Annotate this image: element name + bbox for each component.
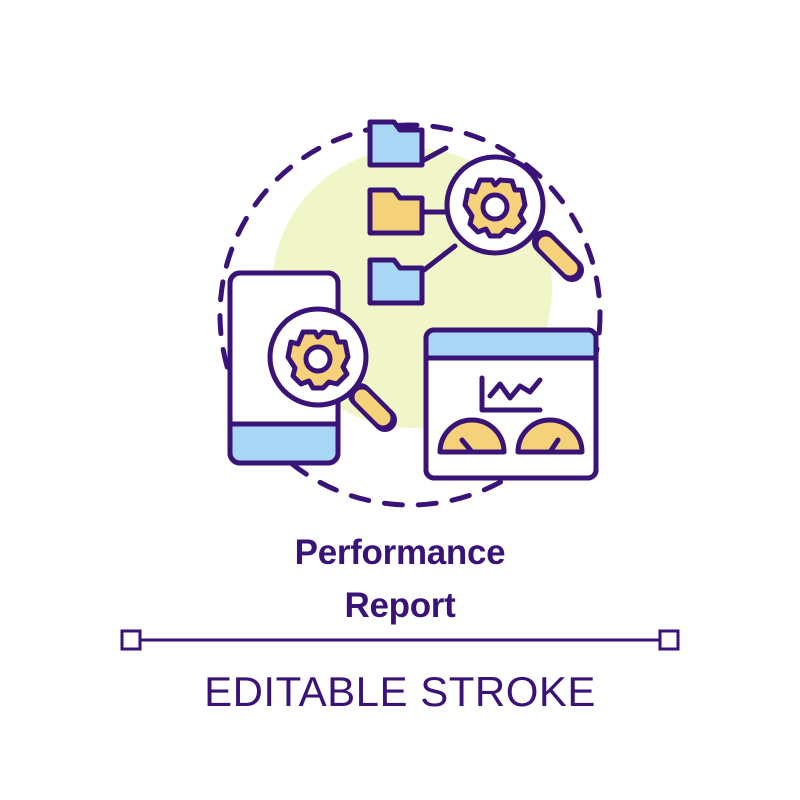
title-line-2: Report — [344, 586, 456, 625]
folder-group — [367, 119, 458, 306]
magnifier-gear-icon — [267, 306, 397, 432]
editable-stroke-divider — [120, 629, 680, 651]
folder-icon — [367, 119, 425, 168]
speedometer-gauge-icon — [515, 417, 585, 455]
folder-icon — [367, 257, 425, 306]
magnifier-gear-icon — [444, 154, 584, 282]
right-handle-icon — [658, 629, 680, 651]
concept-illustration — [217, 119, 603, 508]
folder-icon — [367, 187, 425, 236]
editable-stroke-label: EDITABLE STROKE — [204, 668, 596, 715]
dashboard-window-icon — [423, 327, 599, 481]
title-line-1: Performance — [294, 533, 506, 572]
left-handle-icon — [120, 629, 142, 651]
speedometer-gauge-icon — [437, 417, 507, 455]
line-chart-icon — [479, 375, 543, 413]
dashed-circle-frame — [217, 122, 603, 508]
